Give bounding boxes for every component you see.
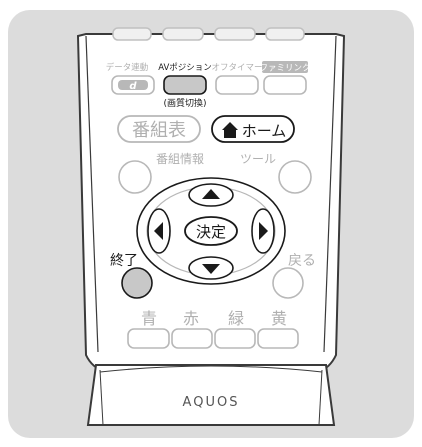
top-partial-button-1: [113, 28, 151, 40]
home-label: ホーム: [242, 122, 287, 140]
down-button[interactable]: [189, 257, 233, 279]
av-position-label: AVポジション: [158, 63, 212, 73]
famlink-button[interactable]: [264, 76, 306, 94]
back-label: 戻る: [288, 253, 316, 269]
top-partial-button-3: [215, 28, 255, 40]
green-button[interactable]: [215, 329, 255, 348]
top-partial-button-2: [163, 28, 203, 40]
exit-button[interactable]: [122, 268, 152, 298]
top-partial-button-4: [266, 28, 304, 40]
famlink-label: ファミリンク: [259, 64, 310, 74]
blue-button[interactable]: [128, 329, 169, 348]
brand-logo: AQUOS: [183, 395, 240, 410]
d-button-symbol: d: [129, 81, 137, 92]
yellow-button[interactable]: [258, 329, 298, 348]
up-button[interactable]: [189, 184, 233, 206]
red-label: 赤: [183, 309, 199, 328]
dpad: 決定: [137, 178, 285, 284]
back-button[interactable]: [273, 268, 303, 298]
green-label: 緑: [228, 309, 244, 328]
program-info-button[interactable]: [119, 161, 151, 193]
off-timer-button[interactable]: [216, 76, 258, 94]
program-guide-label: 番組表: [132, 120, 186, 141]
tools-label: ツール: [240, 152, 276, 166]
data-link-label: データ連動: [106, 62, 149, 73]
enter-label: 決定: [196, 223, 226, 241]
left-button[interactable]: [148, 209, 170, 253]
exit-label: 終了: [110, 253, 138, 269]
program-info-label: 番組情報: [156, 152, 204, 166]
av-sublabel: (画質切換): [163, 97, 206, 109]
program-guide-button[interactable]: 番組表: [118, 116, 200, 142]
right-button[interactable]: [252, 209, 274, 253]
d-button[interactable]: d: [112, 76, 154, 94]
red-button[interactable]: [172, 329, 212, 348]
blue-label: 青: [141, 309, 157, 328]
home-button[interactable]: ホーム: [212, 116, 294, 142]
yellow-label: 黄: [271, 309, 287, 328]
off-timer-label: オフタイマー: [211, 63, 262, 73]
tools-button[interactable]: [279, 161, 311, 193]
enter-button[interactable]: 決定: [185, 217, 237, 245]
av-position-button[interactable]: [164, 76, 206, 94]
